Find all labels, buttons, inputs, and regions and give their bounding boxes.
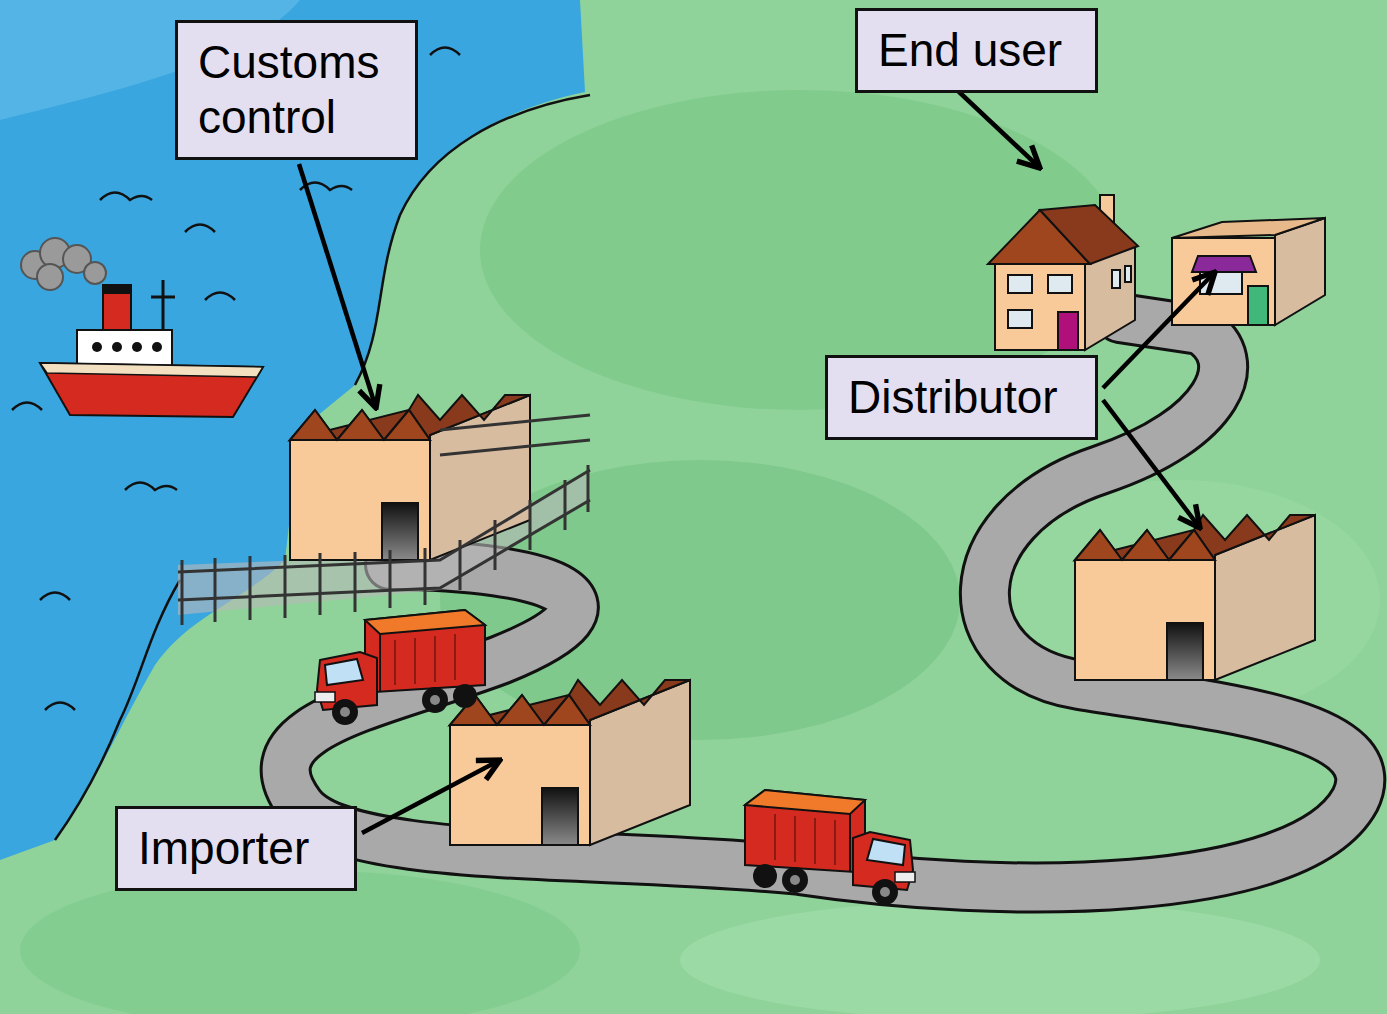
funnel [103,285,131,333]
shop-front [1172,238,1275,325]
leader-arrow [362,760,500,833]
truck [745,790,915,905]
leader-arrow [299,164,376,408]
callout-label: Customs control [198,35,395,145]
house-door [1058,312,1078,350]
callout-label: Distributor [848,370,1075,425]
funnel-band [103,285,131,294]
customs-yard [178,395,590,625]
leader-arrow [1103,400,1200,528]
callout-label: End user [878,23,1075,78]
fence [178,415,590,625]
leader-lines [299,90,1215,833]
deck [40,363,263,377]
shop-side [1275,218,1325,325]
leader-arrow [957,90,1040,168]
steamship [21,238,263,417]
grass-patch [20,870,580,1014]
importer-warehouse [450,680,690,845]
shop-door [1248,286,1268,325]
callout-label: Importer [138,821,334,876]
shop-roof [1172,218,1325,238]
house-front [995,260,1085,350]
mast [151,296,175,299]
smoke [21,238,106,290]
distributor-warehouse [1075,515,1315,680]
house [988,195,1138,350]
callout-box: Importer [115,806,357,891]
callout-box: Customs control [175,20,418,160]
callout-box: Distributor [825,355,1098,440]
hull [40,363,263,417]
shop [1172,218,1325,325]
leader-arrow [1103,272,1215,388]
house-roof [1040,205,1138,264]
callout-box: End user [855,8,1098,93]
shop-awning [1192,256,1256,272]
truck [315,610,485,725]
portholes [92,342,162,352]
grass-patch [680,900,1320,1014]
